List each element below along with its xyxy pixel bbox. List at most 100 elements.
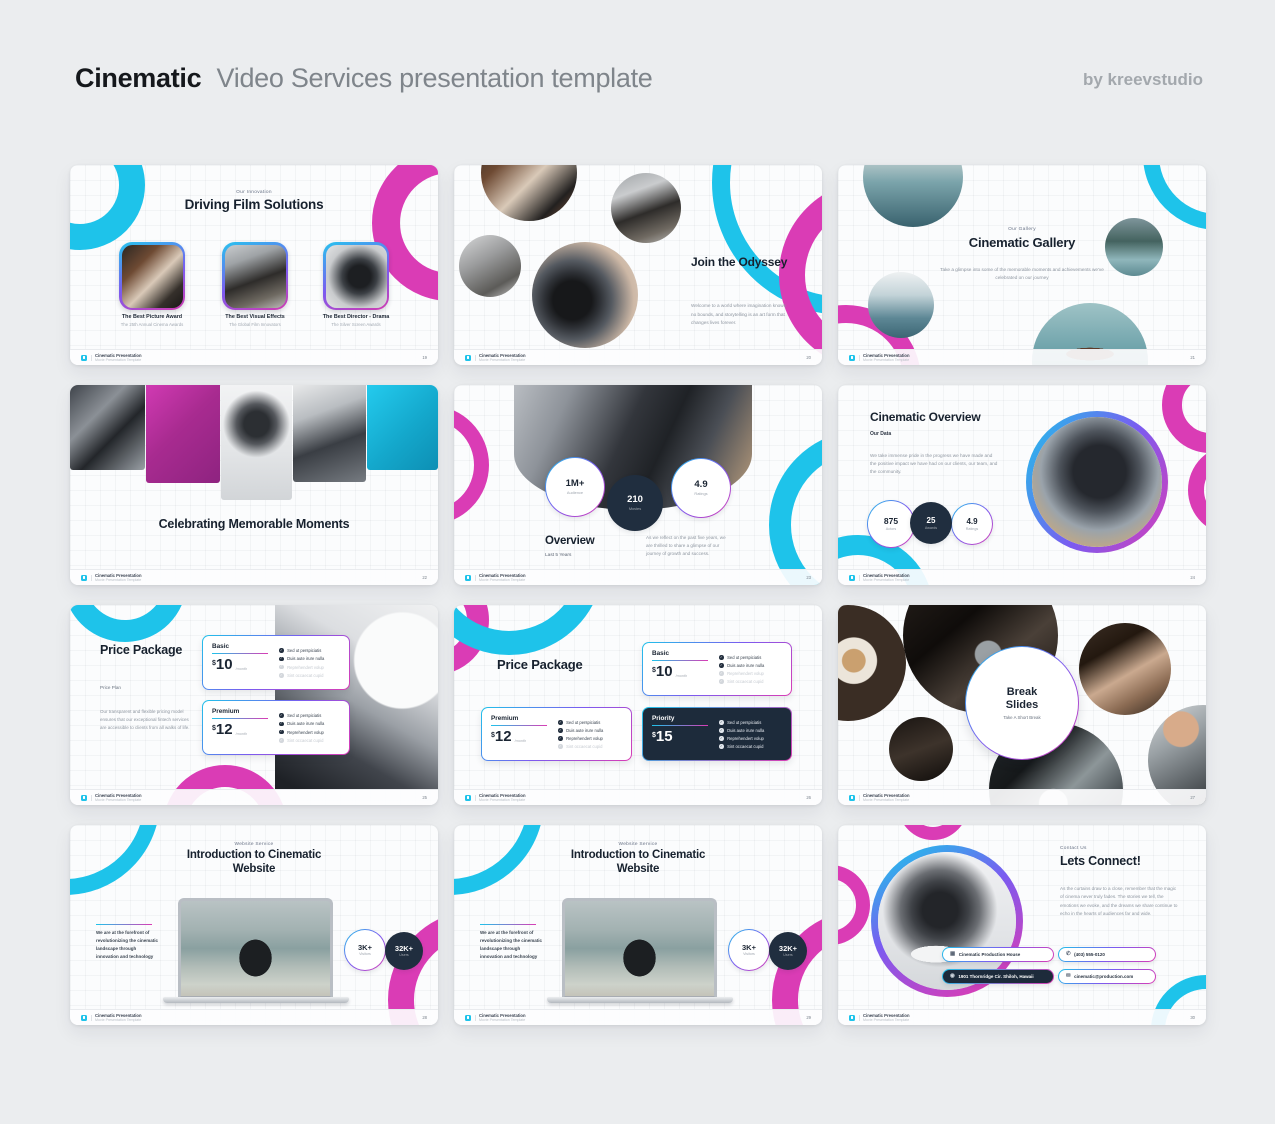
check-icon [719,720,724,725]
plan-period: /month [235,666,248,671]
plan-name: Premium [491,715,519,722]
currency-symbol: $ [652,667,656,674]
divider [858,1014,860,1021]
stat-label: Users [783,953,793,958]
feature-label: Duis aute irure nulla [287,656,325,662]
footer-brand: Cinematic Presentation [95,792,142,798]
check-icon [719,663,724,668]
currency-symbol: $ [491,732,495,739]
break-circle: Break Slides Take A Short Break [965,646,1079,760]
check-icon [719,671,724,676]
check-icon [719,744,724,750]
check-icon [719,736,724,741]
page-number: 23 [806,575,811,580]
check-icon [279,673,284,678]
plan-name: Basic [652,650,670,657]
slide-body: We take immense pride in the progress we… [870,453,998,475]
brand-logo-icon [81,794,87,801]
author-byline: by kreevstudio [1083,70,1203,89]
slide-subtitle: Price Plan [100,685,121,690]
phone-icon: ✆ [1066,950,1071,957]
award-card [119,242,185,310]
contact-pill-company: ▦ Cinematic Production House [942,947,1054,962]
slide-title: Introduction to Cinematic Website [570,849,706,875]
gradient-underline [491,725,547,726]
contact-pill-email: ✉ cinematic@production.com [1058,969,1156,984]
feature-label: Duis aute irure nulla [727,662,765,668]
slide-subtitle: Our Data [870,431,892,437]
brand-logo-icon [849,574,855,581]
slide-25-price-package: Price Package Price Plan Our transparent… [70,605,438,805]
feature-label: Reprehendert volup [566,736,603,742]
price-card-premium: Premium $ 12 /month Sed ut perspiciatis … [202,700,350,755]
footer-subtitle: Movie Presentation Template [95,578,142,583]
stat-circle-ratings: 4.9 Ratings [671,458,731,518]
photo-vintage-camera-circle [871,845,1023,997]
footer-brand: Cinematic Presentation [863,352,910,358]
brand-logo-icon [465,1014,471,1021]
footer-brand: Cinematic Presentation [95,1012,142,1018]
divider [858,794,860,801]
footer-subtitle: Movie Presentation Template [95,798,142,803]
gradient-accent-line [96,924,152,925]
slide-title: Price Package [100,643,183,657]
camera-photo [121,244,183,308]
stat-circle-visitors: 3K+ Visitors [728,929,770,971]
footer-subtitle: Movie Presentation Template [863,578,910,583]
check-icon [279,721,284,727]
plan-period: /month [235,731,248,736]
slide-eyebrow: Website Service [234,842,274,847]
stat-value: 32K+ [778,943,798,953]
price-card-premium: Premium $ 12 /month Sed ut perspiciatis … [481,707,632,761]
stat-circle-ratings: 4.9 Ratings [951,503,993,545]
check-icon [279,713,284,719]
price-card-basic: Basic $ 10 /month Sed ut perspiciatis Du… [642,642,792,696]
slide-23-overview: 1M+ Audience 4.9 Ratings 210 Movies Over… [454,385,822,585]
footer-brand: Cinematic Presentation [863,1012,910,1018]
photo-camera-closeup [532,242,638,348]
feature-label: Duis aute irure nulla [287,721,325,727]
stat-circle-users: 32K+ Users [385,932,423,970]
stat-label: Users [399,953,409,958]
slide-title: Price Package [497,657,583,672]
photo-camera-magenta-tint [146,385,220,483]
photo-hands-with-cup [1079,623,1171,715]
award-title: The Best Visual Effects [225,314,285,320]
award-card [323,242,389,310]
feature-label: Sint occaecat cupid [566,744,603,750]
contact-pill-phone: ✆ (403) 555-0120 [1058,947,1156,962]
contact-text: cinematic@production.com [1074,974,1134,979]
feature-label: Reprehendert volup [287,729,324,735]
stat-label: Visitors [359,952,371,957]
plan-name: Basic [212,643,230,650]
photo-video-camera-rig [1026,411,1168,553]
contact-text: 1901 Thornridge Cir. Shiloh, Hawaii [958,974,1034,979]
photo-person-cyan-tint [367,385,438,470]
stat-value: 4.9 [966,516,978,526]
stat-circle-users: 32K+ Users [769,932,807,970]
slide-eyebrow: Contact Us [1060,846,1087,851]
check-icon [279,738,284,743]
divider [90,1014,92,1021]
slide-body: As we reflect on the past five years, we… [646,535,726,557]
price-card-basic: Basic $ 10 /month Sed ut perspiciatis Du… [202,635,350,690]
check-icon [719,679,724,685]
slide-21-cinematic-gallery: Our Gallery Cinematic Gallery Take a gli… [838,165,1206,365]
stat-circle-audience: 1M+ Audience [545,457,605,517]
stat-label: Ratings [694,490,708,496]
photo-camera-lens-hand [275,605,438,790]
slide-19-driving-film-solutions: Our Innovation Driving Film Solutions Th… [70,165,438,365]
gradient-accent-line [480,924,536,925]
divider [90,794,92,801]
plan-name: Premium [212,708,240,715]
photo-studio-lighting [459,235,521,297]
stat-circle-movies: 210 Movies [607,475,663,531]
feature-label: Reprehendert volup [727,736,764,742]
mail-icon: ✉ [1066,972,1071,979]
photo-photographer-bending [293,385,366,482]
template-brand: Cinematic [75,63,202,93]
